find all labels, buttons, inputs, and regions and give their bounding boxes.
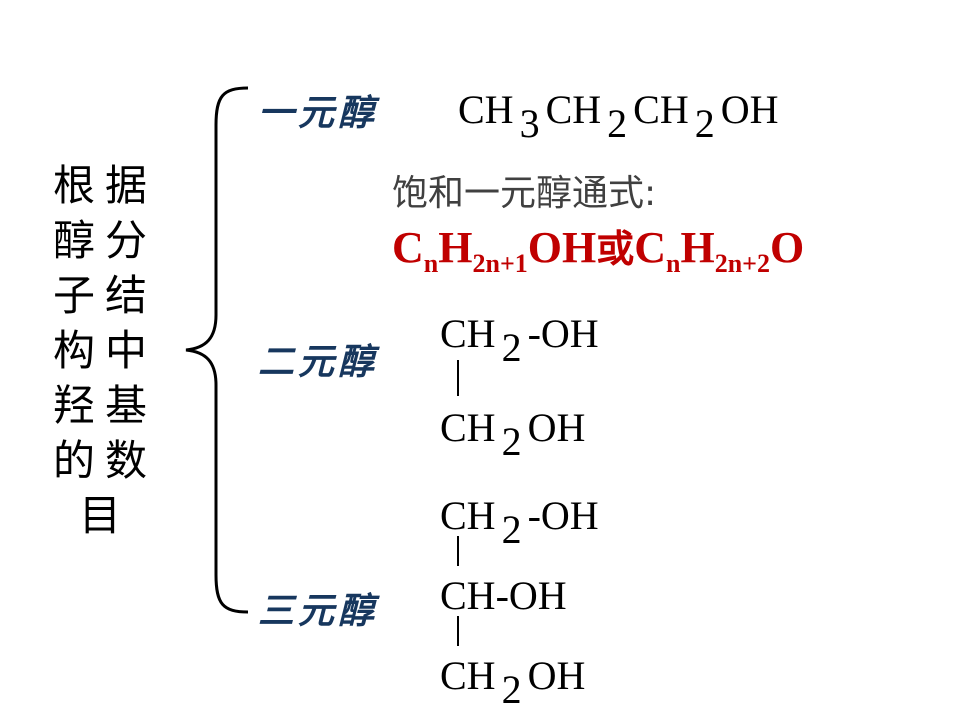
gf-part: O — [770, 223, 805, 272]
bond-line — [457, 360, 459, 396]
gf-sub: n — [423, 249, 439, 278]
title-char: 据 — [104, 161, 147, 210]
title-char: 醇 — [52, 216, 95, 265]
gf-or: 或 — [596, 227, 635, 271]
title-char: 羟 — [52, 381, 95, 430]
formula-part: -OH — [527, 311, 599, 356]
formula-part: CH — [633, 87, 689, 132]
formula-part: CH — [440, 653, 496, 698]
formula-subscript: 2 — [694, 101, 715, 146]
side-title: 根据醇分子结构中羟基的数目 — [40, 158, 160, 543]
gf-part: C — [634, 223, 667, 272]
formula-subscript: 2 — [501, 419, 522, 464]
formula-subscript: 2 — [501, 325, 522, 370]
title-char: 结 — [104, 271, 147, 320]
title-char: 中 — [104, 326, 147, 375]
bond-line — [457, 616, 459, 646]
formula-part: CH — [440, 405, 496, 450]
formula-part: -OH — [527, 493, 599, 538]
gf-sub: 2n+1 — [472, 249, 528, 278]
title-char: 根 — [52, 161, 95, 210]
formula-subscript: 3 — [519, 101, 540, 146]
formula-part: CH — [458, 87, 514, 132]
formula-subscript: 2 — [607, 101, 628, 146]
curly-brace — [185, 86, 249, 614]
formula-part: OH — [720, 87, 779, 132]
formula-part: CH — [545, 87, 602, 132]
title-char: 基 — [104, 381, 147, 430]
gf-part: H — [680, 223, 715, 272]
title-char: 的 — [52, 436, 95, 485]
formula-part: OH — [527, 653, 586, 698]
title-char: 数 — [104, 436, 147, 485]
gf-part: H — [438, 223, 473, 272]
gf-sub: n — [666, 249, 681, 278]
formula-subscript: 2 — [501, 507, 522, 552]
title-char: 分 — [104, 216, 147, 265]
general-formula-label: 饱和一元醇通式: — [392, 173, 657, 214]
title-char: 子 — [52, 271, 95, 320]
title-char: 目 — [78, 491, 121, 540]
general-formula: CnH2n+1OH或CnH2n+2O — [392, 218, 804, 279]
formula-subscript: 2 — [501, 667, 522, 712]
gf-part: C — [392, 223, 424, 272]
title-char: 构 — [52, 326, 95, 375]
gf-sub: 2n+2 — [714, 249, 770, 278]
triol-row-2: CH-OH — [440, 573, 567, 618]
category-mono: 一元醇 — [258, 92, 379, 134]
formula-part: CH — [440, 493, 496, 538]
category-di: 二元醇 — [258, 341, 379, 383]
formula-part: OH — [527, 405, 586, 450]
formula-part: CH — [440, 311, 496, 356]
bond-line — [457, 536, 459, 566]
gf-part: OH — [527, 223, 597, 272]
category-tri: 三元醇 — [258, 590, 379, 632]
